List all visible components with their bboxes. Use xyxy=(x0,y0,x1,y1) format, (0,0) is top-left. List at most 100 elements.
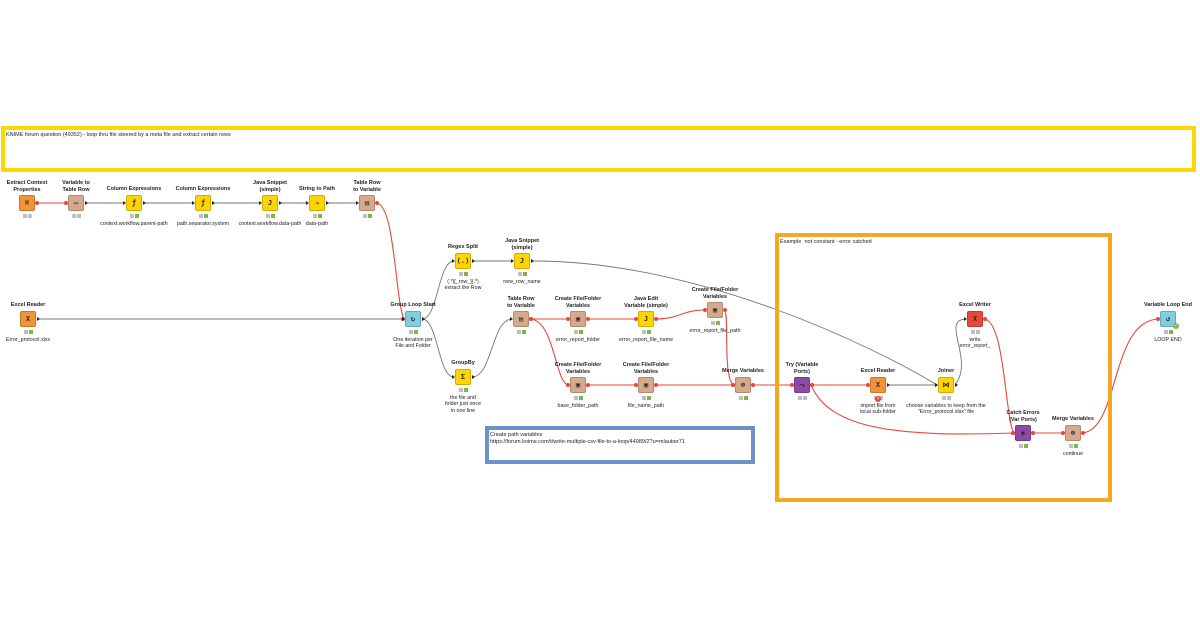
node-title: Regex Split xyxy=(448,244,478,250)
groupby-icon[interactable]: Σ xyxy=(455,369,471,385)
connection-var xyxy=(1081,318,1160,434)
create-ff-vars-3-icon[interactable]: ▣ xyxy=(570,377,586,393)
annotation-example[interactable]: Example not constant - error catched xyxy=(775,233,1112,502)
error-icon: × xyxy=(875,396,881,402)
port xyxy=(810,383,814,387)
node-label: error_report_file_path xyxy=(689,328,741,334)
node-status-traffic-light xyxy=(262,214,278,218)
column-expr-2-icon[interactable]: ƒ xyxy=(195,195,211,211)
joiner-icon[interactable]: ⋈ xyxy=(938,377,954,393)
node-label: choose variables to keep from the "Error… xyxy=(906,403,986,416)
node-status-traffic-light xyxy=(967,330,983,334)
create-ff-vars-2-icon[interactable]: ▣ xyxy=(707,302,723,318)
port xyxy=(37,317,40,321)
merge-variables-2-icon[interactable]: ⊕ xyxy=(1065,425,1081,441)
port xyxy=(955,383,958,387)
port xyxy=(64,201,68,205)
string-to-path-icon[interactable]: ⇢ xyxy=(309,195,325,211)
node-label: One iteration per File and Folder xyxy=(393,337,433,350)
node-title: Extract Context Properties xyxy=(6,180,48,193)
port xyxy=(402,317,405,321)
node-status-traffic-light xyxy=(638,396,654,400)
try-var-ports-icon[interactable]: ⤳ xyxy=(794,377,810,393)
node-title: Table Row to Variable xyxy=(353,180,381,193)
merge-variables-1-icon[interactable]: ⊕ xyxy=(735,377,751,393)
port xyxy=(306,201,309,205)
node-variable-loop-end[interactable]: Variable Loop End↺LOOP END xyxy=(1123,302,1200,362)
node-joiner[interactable]: Joiner⋈choose variables to keep from the… xyxy=(901,368,991,428)
table-row-to-var-2-icon[interactable]: ▤ xyxy=(513,311,529,327)
java-edit-var-icon[interactable]: J xyxy=(638,311,654,327)
node-group-loop-start[interactable]: Group Loop Start↻One iteration per File … xyxy=(368,302,458,362)
annotation-example-text: Example not constant - error catched xyxy=(780,239,872,245)
node-extract-context[interactable]: Extract Context Properties ⌘ xyxy=(0,180,72,240)
node-merge-variables-2[interactable]: Merge Variables⊕continue xyxy=(1028,416,1118,476)
node-string-to-path[interactable]: String to Path⇢data-path xyxy=(272,186,362,246)
port xyxy=(259,201,262,205)
excel-writer-icon[interactable]: X xyxy=(967,311,983,327)
node-status-traffic-light xyxy=(20,330,36,334)
port xyxy=(279,201,282,205)
node-status-traffic-light xyxy=(514,272,530,276)
port xyxy=(1031,431,1035,435)
port xyxy=(586,383,590,387)
node-status-traffic-light xyxy=(938,396,954,400)
port xyxy=(887,383,890,387)
check-icon: ✓ xyxy=(1173,323,1179,329)
annotation-create-path-text: Create path variables https://forum.knim… xyxy=(490,432,685,445)
node-label: import file from local sub-folder xyxy=(860,403,896,416)
node-table-row-to-var-2[interactable]: Table Row to Variable ▤ xyxy=(476,296,566,356)
node-create-ff-vars-3[interactable]: Create File/Folder Variables▣base_folder… xyxy=(533,362,623,422)
port xyxy=(472,375,475,379)
port xyxy=(85,201,88,205)
regex-split-icon[interactable]: (.) xyxy=(455,253,471,269)
annotation-main[interactable]: KNIME forum question (49352) - loop thru… xyxy=(1,126,1196,172)
node-catch-errors[interactable]: Catch Errors (Var Ports)◉ xyxy=(978,410,1068,470)
node-create-ff-vars-1[interactable]: Create File/Folder Variables▣error_repor… xyxy=(533,296,623,356)
create-ff-vars-4-icon[interactable]: ▣ xyxy=(638,377,654,393)
group-loop-start-icon[interactable]: ↻ xyxy=(405,311,421,327)
node-title: Table Row to Variable xyxy=(507,296,535,309)
port xyxy=(866,383,870,387)
node-title: Create File/Folder Variables xyxy=(554,362,602,375)
variable-loop-end-icon[interactable]: ↺ xyxy=(1160,311,1176,327)
node-regex-split[interactable]: Regex Split(.)(.*)[_row_](.*) extract th… xyxy=(418,244,508,304)
node-status-traffic-light xyxy=(1160,330,1176,334)
node-label: path.separator.system xyxy=(176,221,230,227)
port xyxy=(452,375,455,379)
catch-errors-icon[interactable]: ◉ xyxy=(1015,425,1031,441)
table-row-to-var-1-icon[interactable]: ▤ xyxy=(359,195,375,211)
port xyxy=(964,317,967,321)
java-snippet-1-icon[interactable]: J xyxy=(262,195,278,211)
node-table-row-to-var-1[interactable]: Table Row to Variable ▤ xyxy=(322,180,412,240)
node-create-ff-vars-2[interactable]: Create File/Folder Variables▣error_repor… xyxy=(670,287,760,347)
node-title: Java Snippet (simple) xyxy=(253,180,287,193)
port xyxy=(452,259,455,263)
connection-var xyxy=(654,309,707,320)
column-expr-1-icon[interactable]: ƒ xyxy=(126,195,142,211)
port xyxy=(511,259,514,263)
node-create-ff-vars-4[interactable]: Create File/Folder Variables▣file_name_p… xyxy=(601,362,691,422)
excel-reader-2-icon[interactable]: X xyxy=(870,377,886,393)
node-try-var-ports[interactable]: Try (Variable Ports)⤳ xyxy=(757,362,847,422)
extract-context-icon[interactable]: ⌘ xyxy=(19,195,35,211)
annotation-create-path[interactable]: Create path variables https://forum.knim… xyxy=(485,426,755,464)
node-merge-variables-1[interactable]: Merge Variables⊕ xyxy=(698,368,788,428)
variable-to-table-row-icon[interactable]: ▭ xyxy=(68,195,84,211)
create-ff-vars-1-icon[interactable]: ▣ xyxy=(570,311,586,327)
java-snippet-2-icon[interactable]: J xyxy=(514,253,530,269)
excel-reader-1-icon[interactable]: X xyxy=(20,311,36,327)
port xyxy=(983,317,987,321)
node-variable-to-table-row[interactable]: Variable to Table Row▭ xyxy=(31,180,121,240)
port xyxy=(1011,431,1015,435)
